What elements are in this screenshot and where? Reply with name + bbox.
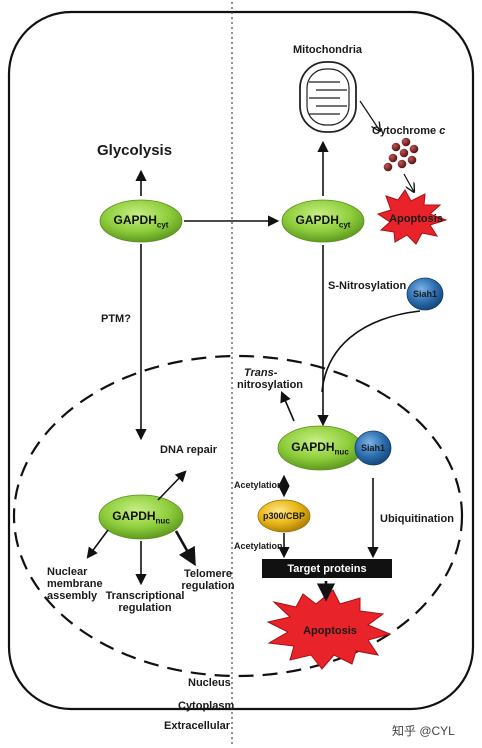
gapdh-cyt-right-label: GAPDHcyt [295, 213, 351, 230]
siah1-nuc-node [354, 430, 392, 466]
arrow-trans-nitrosylation [280, 390, 295, 422]
gapdh-cyt-right-node [281, 199, 365, 243]
siah1-binding-curve [321, 310, 421, 393]
telomere-regulation-label: Telomere regulation [181, 568, 235, 592]
ubiquitination-label: Ubiquitination [380, 513, 454, 525]
apoptosis-top-label: Apoptosis [389, 213, 443, 225]
s-nitrosylation-label: S-Nitrosylation [328, 280, 407, 292]
siah1-nuc-label: Siah1 [360, 443, 385, 453]
glycolysis-label: Glycolysis [97, 142, 173, 159]
mitochondria-label: Mitochondria [293, 44, 363, 56]
transcriptional-regulation-label: Transcriptional regulation [105, 590, 185, 614]
siah1-cyt-label: Siah1 [412, 289, 437, 299]
cytochrome-c-label: Cytochrome c [372, 125, 446, 137]
nuclear-membrane-assembly-label: Nuclear membrane assembly [47, 566, 103, 602]
watermark-text: 知乎 @CYL [392, 724, 455, 738]
extracellular-label: Extracellular [164, 720, 231, 732]
acetylation-bottom-label: Acetylation [234, 541, 283, 551]
mitochondria-icon [299, 61, 357, 133]
gapdh-nuc-left-node [98, 494, 184, 540]
gapdh-cyt-left-node [99, 199, 183, 243]
arrow-mito-cytochrome [359, 100, 380, 131]
gapdh-nuc-left-label: GAPDHnuc [112, 509, 170, 526]
apoptosis-bottom-label: Apoptosis [303, 625, 357, 637]
target-proteins-box [262, 559, 392, 578]
arrow-dna-repair [157, 470, 187, 501]
p300-cbp-node [257, 499, 311, 533]
nucleus-label: Nucleus [188, 677, 231, 689]
gapdh-nuc-right-label: GAPDHnuc [291, 440, 349, 457]
arrow-telomere [174, 530, 196, 567]
cell-membrane [7, 10, 475, 711]
target-proteins-label: Target proteins [287, 563, 367, 575]
nucleus-membrane [12, 354, 464, 678]
p300-cbp-label: p300/CBP [262, 511, 306, 521]
trans-label: Trans- [244, 367, 278, 379]
cytochrome-c-icon [383, 137, 419, 172]
arrow-cytochrome-apoptosis [403, 173, 414, 192]
nitrosylation-label: nitrosylation [237, 379, 304, 391]
ptm-label: PTM? [101, 313, 131, 325]
acetylation-top-label: Acetylation [234, 480, 283, 490]
apoptosis-burst-top [376, 189, 448, 245]
dna-repair-label: DNA repair [160, 444, 218, 456]
siah1-cyt-node [406, 277, 444, 311]
arrow-nuclear-membrane [86, 529, 109, 559]
cytoplasm-label: Cytoplasm [178, 700, 235, 712]
gapdh-cyt-left-label: GAPDHcyt [113, 213, 169, 230]
